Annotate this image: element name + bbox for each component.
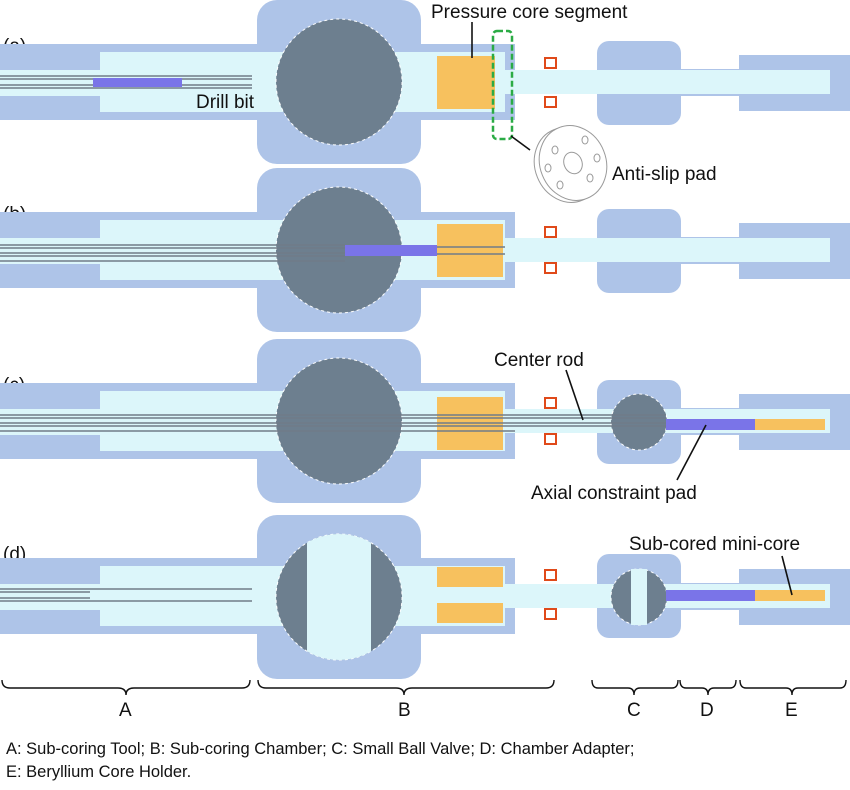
pressure-core-a (437, 56, 495, 109)
section-label-a: A (119, 700, 132, 721)
mini-core-c (755, 419, 825, 430)
drill-bit-a (93, 78, 182, 87)
clamp-bottom-a (544, 96, 557, 108)
ball-valve-bore-d (307, 534, 371, 660)
anti-slip-pad-icon (533, 125, 608, 203)
panel-c: (c) Center rod Axial const (0, 339, 850, 504)
brace-b (257, 679, 555, 696)
panel-b: (b) (0, 168, 850, 332)
sub-cored-mini-core-label: Sub-cored mini-core (629, 534, 800, 555)
section-label-b: B (398, 700, 411, 721)
clamp-top-d (544, 569, 557, 581)
clamp-bottom-d (544, 608, 557, 620)
brace-c (591, 679, 679, 696)
axial-pad-leader (676, 424, 707, 481)
ball-valve-c (275, 357, 403, 485)
ball-valve-closed-a (275, 18, 403, 146)
panel-a: (a) Drill bit Pressure core segme (0, 0, 850, 203)
figure-caption: A: Sub-coring Tool; B: Sub-coring Chambe… (6, 738, 846, 784)
anti-slip-pad-label: Anti-slip pad (612, 164, 717, 185)
brace-a (1, 679, 251, 696)
axial-constraint-pad-d (666, 590, 755, 601)
anti-slip-pad-highlight (491, 29, 514, 141)
section-braces (1, 679, 847, 696)
center-rod-leader (565, 369, 584, 421)
center-rod-c (0, 414, 666, 432)
section-label-d: D (700, 700, 714, 721)
axial-constraint-pad-c (666, 419, 755, 430)
clamp-top-b (544, 226, 557, 238)
clamp-top-a (544, 57, 557, 69)
clamp-bottom-c (544, 433, 557, 445)
caption-line-1: A: Sub-coring Tool; B: Sub-coring Chambe… (6, 740, 635, 758)
drill-bit-label: Drill bit (196, 92, 255, 113)
center-rod-label: Center rod (494, 350, 584, 371)
small-ball-valve-c (610, 393, 668, 451)
brace-e (739, 679, 847, 696)
section-label-e: E (785, 700, 798, 721)
small-ball-valve-bore-d (631, 569, 647, 625)
axial-constraint-pad-label: Axial constraint pad (531, 483, 697, 504)
caption-line-2: E: Beryllium Core Holder. (6, 763, 192, 781)
pressure-core-segment-label: Pressure core segment (431, 2, 628, 23)
core-remnant-top-d (437, 567, 503, 587)
core-remnant-bottom-d (437, 603, 503, 623)
drill-rod-d (0, 588, 252, 602)
mini-core-d (755, 590, 825, 601)
brace-d (679, 679, 737, 696)
section-label-c: C (627, 700, 641, 721)
panel-d: (d) Sub-cored mini-core (0, 515, 850, 679)
drill-bit-b (345, 245, 437, 256)
anti-slip-leader (510, 135, 531, 151)
drill-rod-b (0, 244, 505, 262)
mini-core-leader (781, 555, 793, 596)
pressure-core-b (437, 224, 503, 277)
clamp-top-c (544, 397, 557, 409)
clamp-bottom-b (544, 262, 557, 274)
